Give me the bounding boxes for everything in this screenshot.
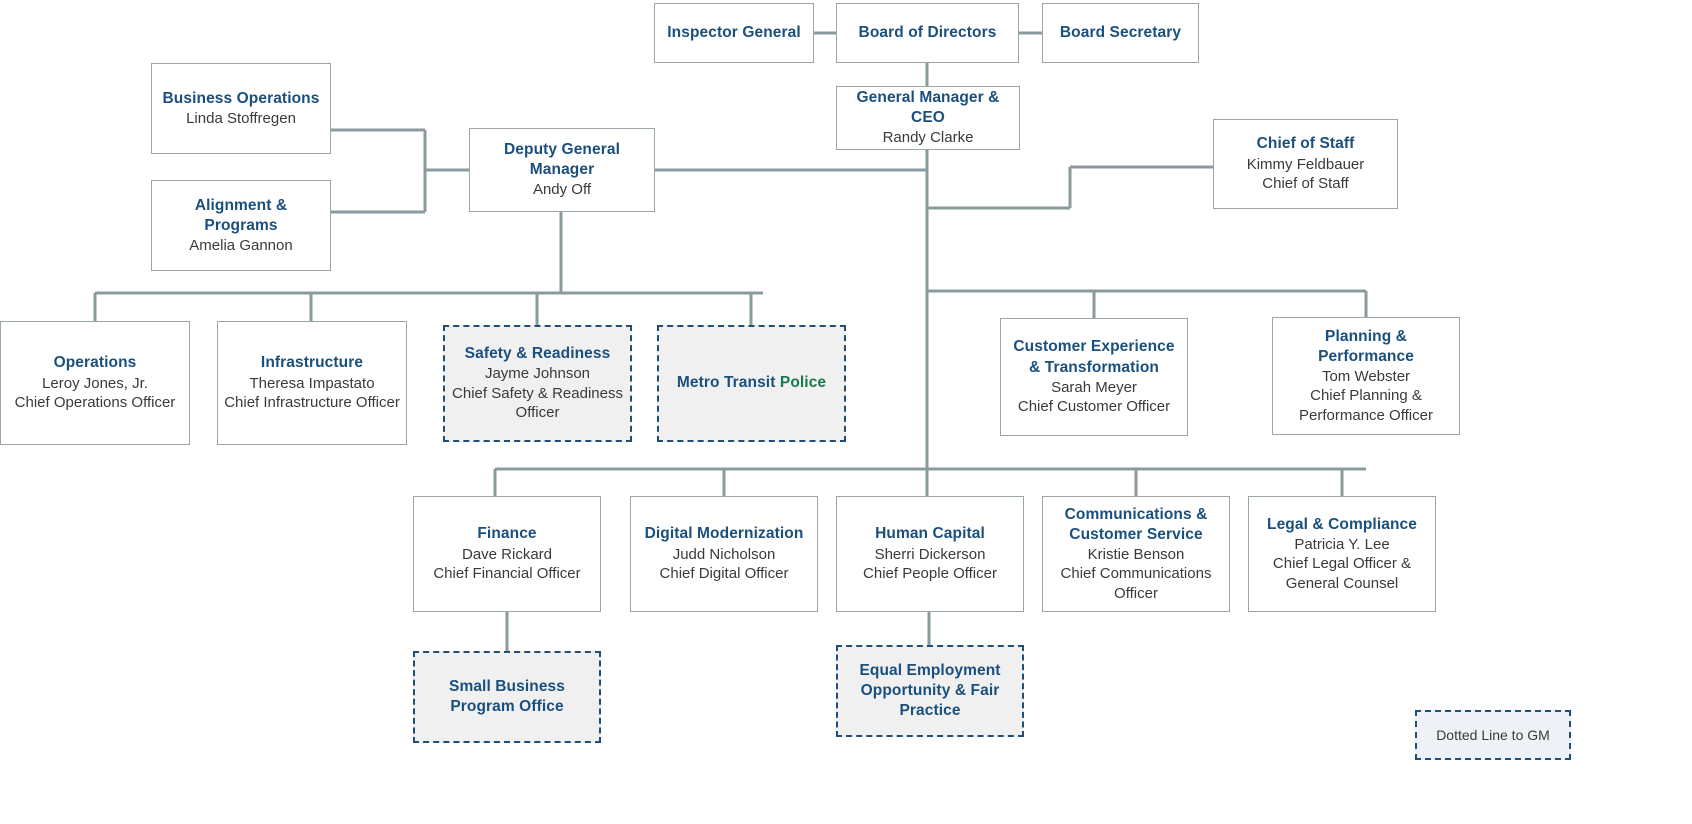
node-board-of-directors[interactable]: Board of Directors [836,3,1019,63]
node-title: Board of Directors [858,23,997,41]
node-role: Chief Customer Officer [1017,398,1171,416]
node-title: General Manager & CEO [856,89,1000,127]
node-person: Leroy Jones, Jr. [42,374,148,392]
node-digital-modernization[interactable]: Digital Modernization Judd Nicholson Chi… [630,496,818,612]
node-title: Customer Experience & Transformation [1013,338,1175,376]
node-business-operations[interactable]: Business Operations Linda Stoffregen [151,63,331,154]
node-role: Chief People Officer [863,565,997,583]
node-title: Inspector General [667,23,801,41]
node-title: Legal & Compliance [1267,515,1417,533]
node-person: Randy Clarke [882,129,974,147]
node-role: Chief Legal Officer & General Counsel [1272,555,1412,592]
node-person: Tom Webster [1321,367,1411,385]
node-person: Theresa Impastato [249,374,375,392]
node-person: Linda Stoffregen [186,109,296,127]
node-title: Deputy General Manager [504,141,620,179]
node-person: Dave Rickard [461,545,553,563]
node-title: Planning & Performance [1318,327,1414,365]
node-title: Infrastructure [260,354,364,372]
node-title: Equal Employment Opportunity & Fair Prac… [859,661,1001,720]
node-person: Sherri Dickerson [874,545,986,563]
node-person: Andy Off [532,181,592,199]
node-alignment-programs[interactable]: Alignment & Programs Amelia Gannon [151,180,331,271]
node-person: Sarah Meyer [1051,378,1137,396]
node-role: Chief Communications Officer [1060,565,1212,602]
node-general-manager-ceo[interactable]: General Manager & CEO Randy Clarke [836,86,1020,150]
legend-label: Dotted Line to GM [1436,727,1550,743]
node-title: Board Secretary [1059,23,1182,41]
node-role: Chief Financial Officer [433,565,581,583]
node-role: Chief Planning & Performance Officer [1299,387,1433,424]
node-title: Small Business Program Office [449,677,565,715]
node-deputy-general-manager[interactable]: Deputy General Manager Andy Off [469,128,655,212]
node-title: Chief of Staff [1256,135,1355,153]
node-role: Chief Digital Officer [659,565,789,583]
node-person: Patricia Y. Lee [1294,535,1390,553]
node-small-business-program-office[interactable]: Small Business Program Office [413,651,601,743]
node-person: Kristie Benson [1087,545,1185,563]
node-role: Chief Safety & Readiness Officer [452,384,623,422]
node-chief-of-staff[interactable]: Chief of Staff Kimmy Feldbauer Chief of … [1213,119,1398,209]
node-legal-compliance[interactable]: Legal & Compliance Patricia Y. Lee Chief… [1248,496,1436,612]
node-planning-performance[interactable]: Planning & Performance Tom Webster Chief… [1272,317,1460,435]
node-board-secretary[interactable]: Board Secretary [1042,3,1199,63]
node-title: Digital Modernization [644,525,804,543]
node-role: Chief of Staff [1262,175,1349,193]
node-operations[interactable]: Operations Leroy Jones, Jr. Chief Operat… [0,321,190,445]
node-title: Metro Transit Police [677,373,826,393]
node-title: Operations [53,354,137,372]
legend-dotted-line-to-gm: Dotted Line to GM [1415,710,1571,760]
node-infrastructure[interactable]: Infrastructure Theresa Impastato Chief I… [217,321,407,445]
node-inspector-general[interactable]: Inspector General [654,3,814,63]
node-person: Kimmy Feldbauer [1246,155,1365,173]
node-title: Communications & Customer Service [1064,505,1208,543]
node-title-part-1: Metro Transit [676,374,780,392]
node-person: Jayme Johnson [484,365,591,383]
node-person: Amelia Gannon [189,236,293,254]
node-safety-readiness[interactable]: Safety & Readiness Jayme Johnson Chief S… [443,325,632,442]
node-communications-customer-service[interactable]: Communications & Customer Service Kristi… [1042,496,1230,612]
node-title: Finance [477,525,537,543]
node-role: Chief Infrastructure Officer [224,394,400,412]
node-title: Business Operations [162,89,320,107]
node-title-part-2: Police [779,374,827,392]
node-human-capital[interactable]: Human Capital Sherri Dickerson Chief Peo… [836,496,1024,612]
node-metro-transit-police[interactable]: Metro Transit Police [657,325,846,442]
node-customer-experience-transformation[interactable]: Customer Experience & Transformation Sar… [1000,318,1188,436]
node-title: Alignment & Programs [194,196,288,234]
node-person: Judd Nicholson [672,545,776,563]
node-title: Human Capital [875,525,985,543]
node-finance[interactable]: Finance Dave Rickard Chief Financial Off… [413,496,601,612]
node-role: Chief Operations Officer [14,394,176,412]
node-title: Safety & Readiness [464,345,611,363]
node-equal-employment-opportunity[interactable]: Equal Employment Opportunity & Fair Prac… [836,645,1024,737]
